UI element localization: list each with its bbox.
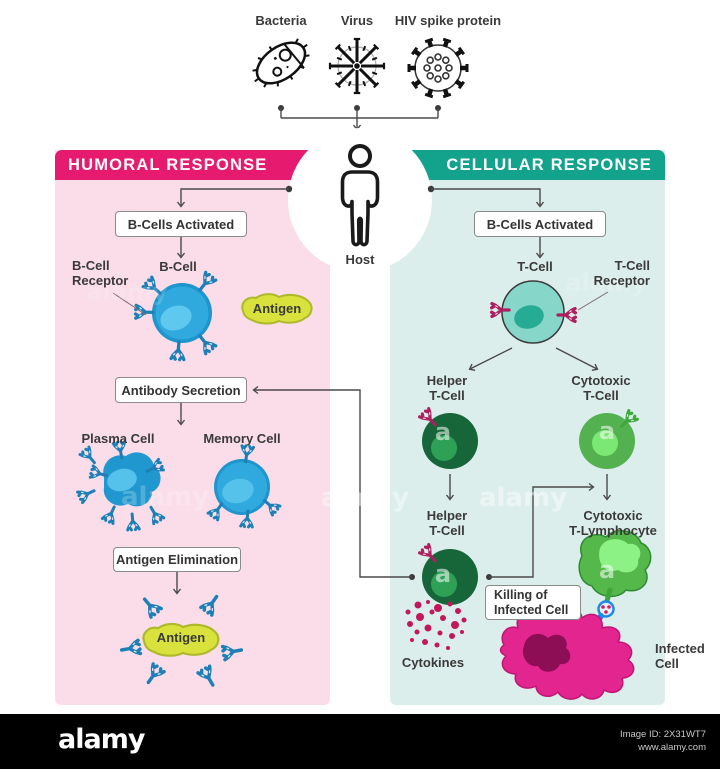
alamy-logo: alamy <box>58 724 145 755</box>
host-branch-lines <box>176 185 545 259</box>
killing-of-infected-cell-box: Killing of Infected Cell <box>485 585 581 620</box>
alamy-url: www.alamy.com <box>638 742 706 753</box>
t-cell-illustration <box>489 280 578 344</box>
antibody-secretion-box: Antibody Secretion <box>115 377 247 403</box>
helper-t-cell-label: Helper T-Cell <box>426 373 468 403</box>
host-label: Host <box>345 252 375 267</box>
cellular-header: CELLULAR RESPONSE <box>390 150 665 180</box>
memory-cell-illustration <box>206 443 282 529</box>
footer-bar <box>0 714 720 769</box>
bacteria-label: Bacteria <box>255 13 307 28</box>
b-cell-receptor-label: B-Cell Receptor <box>72 258 129 288</box>
infected-cell-illustration <box>499 604 635 700</box>
t-cell-to-helper-arrow <box>468 347 513 372</box>
b-cells-activated-box-humoral: B-Cells Activated <box>115 211 247 237</box>
t-cell-receptor-label: T-Cell Receptor <box>593 258 650 288</box>
t-cell-to-cytotoxic-arrow <box>555 347 599 371</box>
host-person-icon <box>340 144 380 247</box>
diagram-graphics <box>75 37 652 700</box>
t-cell-receptor-pointer <box>577 291 609 311</box>
humoral-panel <box>55 150 330 705</box>
bacteria-icon <box>252 38 310 88</box>
cytotoxic-t-cell-label: Cytotoxic T-Cell <box>571 373 631 403</box>
cytotoxic-t-lymphocyte-label: Cytotoxic T-Lymphocyte <box>569 508 657 538</box>
helper2-connectors <box>252 385 595 580</box>
antigen-eliminated-illustration <box>118 591 245 691</box>
pathogen-connector-lines <box>278 105 441 131</box>
antigen-label: Antigen <box>252 301 302 316</box>
cytokines-illustration <box>405 600 467 650</box>
plasma-cell-label: Plasma Cell <box>81 431 155 446</box>
b-cells-activated-box-cellular: B-Cells Activated <box>474 211 606 237</box>
humoral-header: HUMORAL RESPONSE <box>55 150 330 180</box>
t-cell-label: T-Cell <box>517 259 553 274</box>
cytotoxic-t-cell-illustration <box>579 408 640 469</box>
antigen-elimination-box: Antigen Elimination <box>113 547 241 572</box>
antigen-eliminated-label: Antigen <box>156 630 206 645</box>
hiv-label: HIV spike protein <box>394 13 502 28</box>
helper-t-cell-illustration <box>417 406 478 469</box>
memory-cell-label: Memory Cell <box>203 431 281 446</box>
hiv-spike-protein-icon <box>407 37 469 99</box>
b-cell-receptor-pointer <box>112 292 147 316</box>
antigen-blob <box>241 293 313 325</box>
virus-label: Virus <box>340 13 374 28</box>
plasma-cell-illustration <box>75 439 166 532</box>
infected-cell-label: Infected Cell <box>655 641 705 671</box>
footer-info: Image ID: 2X31WT7 www.alamy.com <box>620 728 706 754</box>
virus-icon <box>328 37 386 95</box>
cytokines-label: Cytokines <box>401 655 465 670</box>
helper-t-cell2-illustration <box>417 542 478 605</box>
image-id: Image ID: 2X31WT7 <box>619 729 706 740</box>
b-cell-label: B-Cell <box>159 259 197 274</box>
b-cell-illustration <box>133 270 218 362</box>
cytotoxic-t-lymphocyte-illustration <box>578 529 652 598</box>
helper-t-cell2-label: Helper T-Cell <box>426 508 468 538</box>
